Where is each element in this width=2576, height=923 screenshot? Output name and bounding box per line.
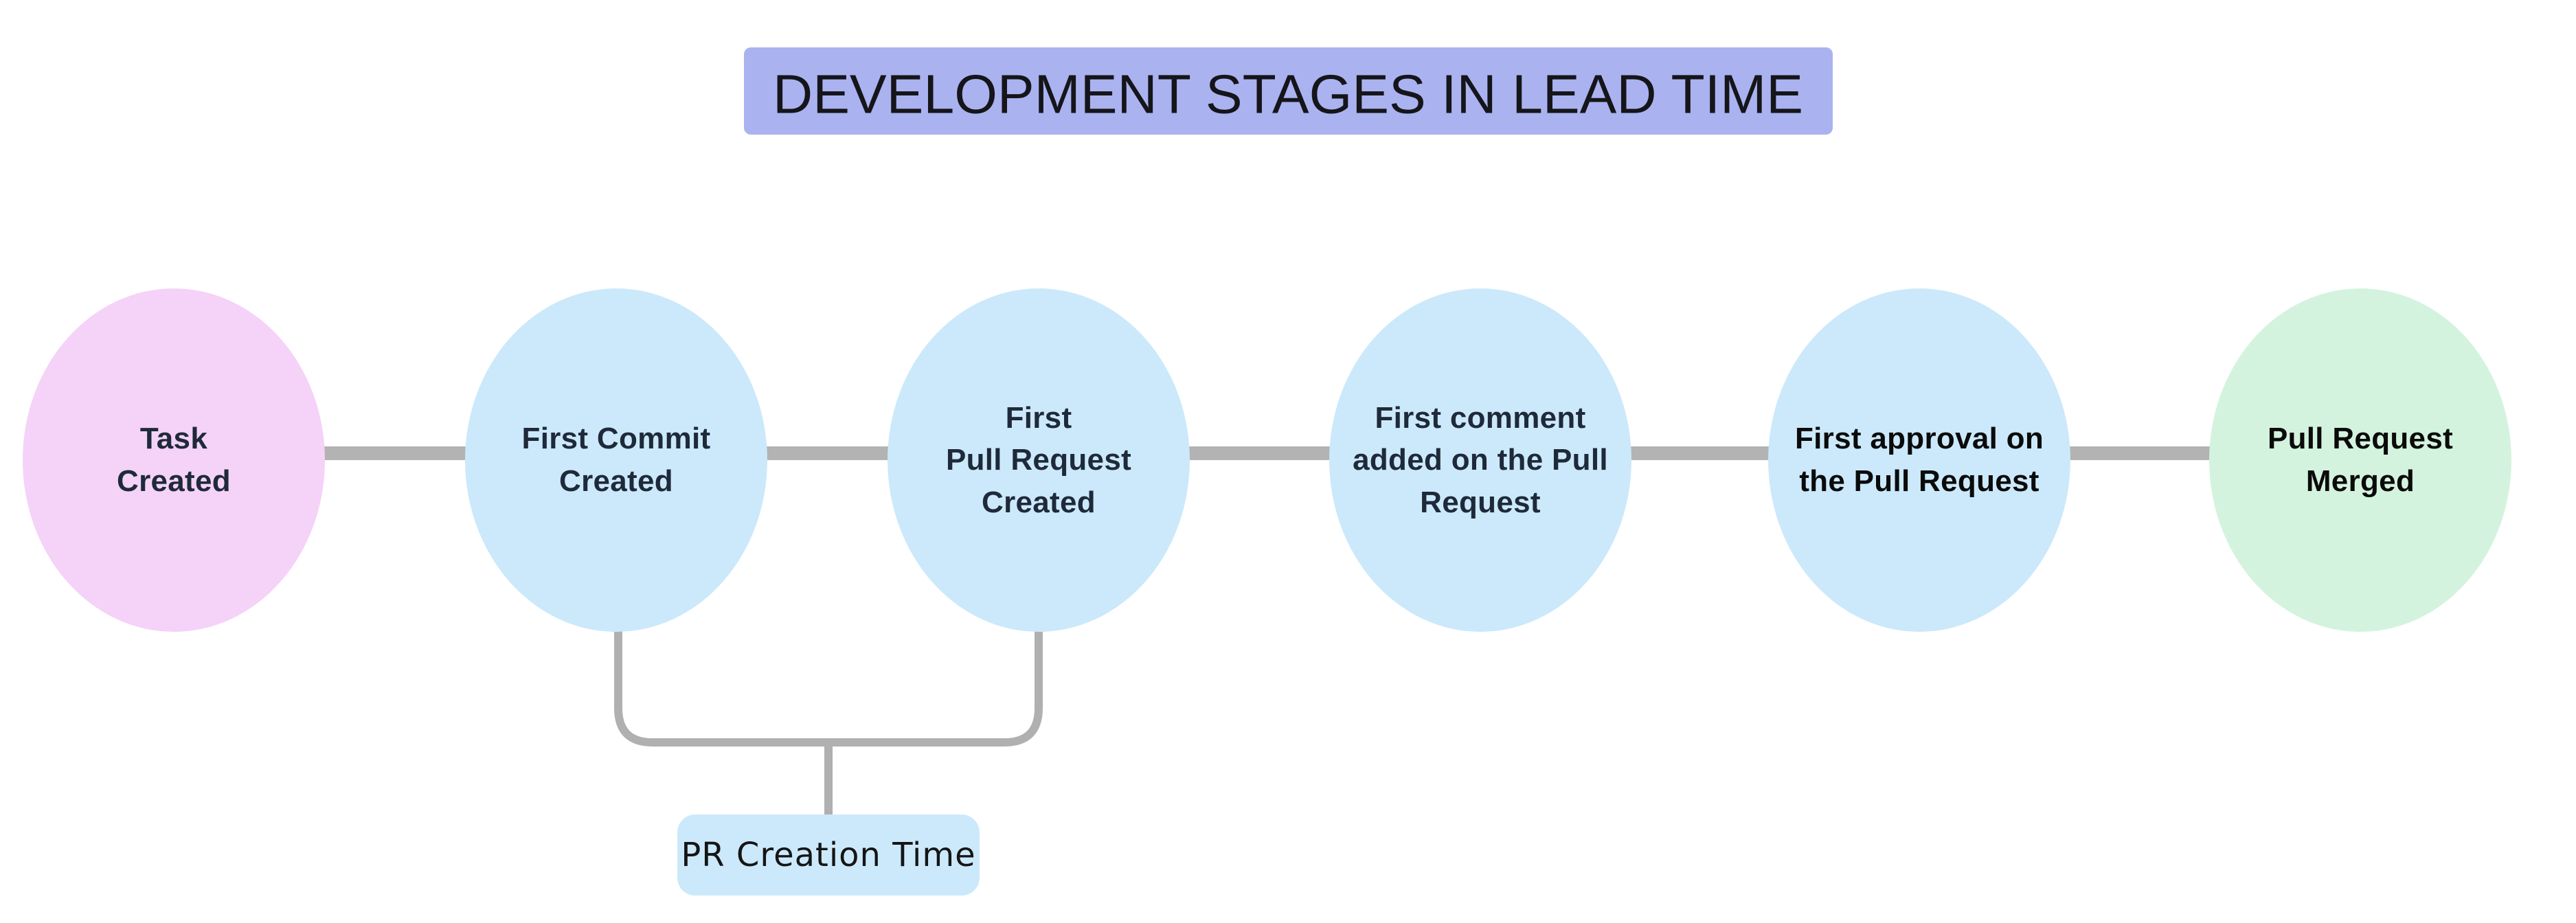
node-label: First Pull Request Created bbox=[945, 400, 1132, 519]
node-first-approval: First approval on the Pull Request bbox=[1768, 288, 2070, 632]
title-banner: DEVELOPMENT STAGES IN LEAD TIME bbox=[744, 47, 1833, 135]
node-pull-request-merged: Pull Request Merged bbox=[2209, 288, 2511, 632]
node-first-comment-added: First comment added on the Pull Request bbox=[1329, 288, 1631, 632]
node-label: First approval on the Pull Request bbox=[1794, 422, 2044, 498]
node-task-created: Task Created bbox=[23, 288, 325, 632]
title-banner-bg bbox=[744, 47, 1833, 135]
node-label: First Commit Created bbox=[521, 422, 711, 498]
node-first-pull-request-created: First Pull Request Created bbox=[888, 288, 1190, 632]
pr-creation-time-text: PR Creation Time bbox=[681, 836, 976, 874]
node-label: Pull Request Merged bbox=[2267, 422, 2454, 498]
page-title: DEVELOPMENT STAGES IN LEAD TIME bbox=[773, 64, 1803, 125]
node-label: Task Created bbox=[117, 422, 231, 498]
pr-creation-time-label: PR Creation Time bbox=[677, 814, 980, 896]
node-first-commit-created: First Commit Created bbox=[465, 288, 767, 632]
node-label: First comment added on the Pull Request bbox=[1353, 400, 1608, 519]
